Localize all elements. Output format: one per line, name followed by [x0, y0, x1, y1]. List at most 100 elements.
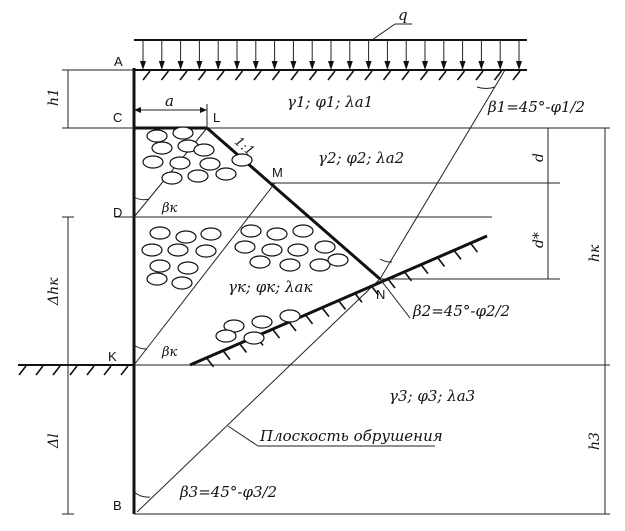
- load-arrow-head: [328, 61, 334, 70]
- load-arrow-head: [215, 61, 222, 70]
- hatch-mark: [86, 365, 95, 376]
- hatch-mark: [308, 70, 318, 81]
- hatch-mark: [438, 70, 447, 81]
- point-K: K: [108, 349, 117, 364]
- hatch-mark: [453, 249, 462, 260]
- hatch-mark: [493, 70, 503, 81]
- stone: [149, 259, 171, 273]
- beta2-formula: β2=45°-φ2/2: [412, 302, 510, 320]
- hatch-mark: [290, 70, 299, 81]
- point-L: L: [213, 110, 220, 125]
- load-arrow-head: [196, 61, 203, 70]
- stone: [199, 157, 221, 171]
- load-arrows: [140, 40, 522, 70]
- beta1-formula: β1=45°-φ1/2: [487, 98, 585, 116]
- hatch-mark: [469, 242, 479, 253]
- distributed-load: q: [134, 6, 527, 70]
- dimensions-left: [62, 69, 134, 515]
- load-arrow-head: [516, 61, 522, 70]
- load-arrow-head: [478, 61, 485, 70]
- stone: [141, 243, 163, 257]
- hatch-mark: [382, 70, 392, 81]
- point-A: A: [114, 54, 123, 69]
- hatch-mark: [197, 70, 207, 81]
- stone: [172, 126, 194, 140]
- fill-slope-1-1: [206, 126, 381, 281]
- layerk-props: γк; φк; λaк: [228, 278, 312, 296]
- hatch-mark: [288, 321, 297, 332]
- hatch-mark: [103, 365, 112, 376]
- q-leader: [371, 23, 396, 41]
- load-arrow-head: [234, 61, 240, 70]
- dimension-a: [134, 104, 208, 128]
- failure-line-beta1: [379, 69, 506, 280]
- hatch-mark: [337, 300, 347, 310]
- load-arrow-head: [403, 61, 410, 70]
- ground-hatch-top: [142, 70, 521, 81]
- hatch-mark: [304, 314, 314, 325]
- load-arrow-head: [422, 61, 428, 70]
- stone: [167, 243, 189, 257]
- hatch-mark: [419, 70, 429, 81]
- load-arrow-head: [365, 61, 372, 70]
- beta2-arc: [379, 258, 393, 263]
- hatch-mark: [401, 70, 410, 81]
- beta3-formula: β3=45°-φ3/2: [179, 483, 277, 501]
- stone: [146, 272, 168, 286]
- stone: [243, 331, 265, 345]
- stone: [292, 224, 314, 238]
- load-arrow-head: [346, 61, 353, 70]
- layer1-props: γ1; φ1; λa1: [287, 93, 373, 111]
- stone: [249, 255, 271, 269]
- layer3-props: γ3; φ3; λa3: [389, 387, 475, 405]
- stone: [142, 155, 164, 169]
- stone: [200, 227, 222, 241]
- hatch-mark: [456, 70, 466, 81]
- hatch-mark: [222, 350, 231, 361]
- load-arrow-head: [290, 61, 297, 70]
- hatch-mark: [160, 70, 170, 81]
- point-C: C: [113, 110, 122, 125]
- hatch-mark: [327, 70, 336, 81]
- stone: [234, 240, 256, 254]
- hatch-mark: [238, 343, 248, 353]
- failure-plane-leader: [227, 425, 259, 447]
- stone: [215, 167, 237, 181]
- stone: [279, 309, 301, 323]
- point-D: D: [113, 205, 122, 220]
- point-B: B: [113, 498, 122, 513]
- hatch-mark: [52, 365, 61, 376]
- stone: [314, 240, 336, 254]
- load-arrow-head: [140, 61, 146, 70]
- load-arrow-head: [497, 61, 504, 70]
- beta3-arc: [133, 491, 151, 498]
- beta2-leader: [379, 278, 411, 319]
- stone: [266, 227, 288, 241]
- stone: [169, 156, 191, 170]
- dim-h3: h3: [587, 432, 603, 450]
- hatch-mark: [142, 70, 151, 81]
- load-arrow-head: [459, 61, 466, 70]
- stone: [175, 230, 197, 244]
- stone: [195, 244, 217, 258]
- ground-hatch-left: [18, 365, 129, 376]
- load-arrow-head: [158, 61, 165, 70]
- beta-k-arc-upper: [133, 196, 150, 201]
- hatch-mark: [512, 70, 521, 81]
- stone: [151, 141, 173, 155]
- stone: [231, 153, 253, 167]
- hatch-mark: [387, 278, 396, 289]
- stone: [187, 169, 209, 183]
- hatch-mark: [35, 365, 44, 376]
- hatch-mark: [321, 307, 330, 318]
- dim-delta-hk: Δhк: [46, 277, 62, 306]
- stone: [309, 258, 331, 272]
- hatch-mark: [403, 271, 413, 282]
- hatch-mark: [120, 365, 129, 376]
- load-arrow-head: [252, 61, 259, 70]
- stone: [261, 243, 283, 257]
- stone: [327, 253, 349, 267]
- stone-fill: [141, 126, 349, 345]
- hatch-mark: [253, 70, 262, 81]
- hatch-mark: [216, 70, 225, 81]
